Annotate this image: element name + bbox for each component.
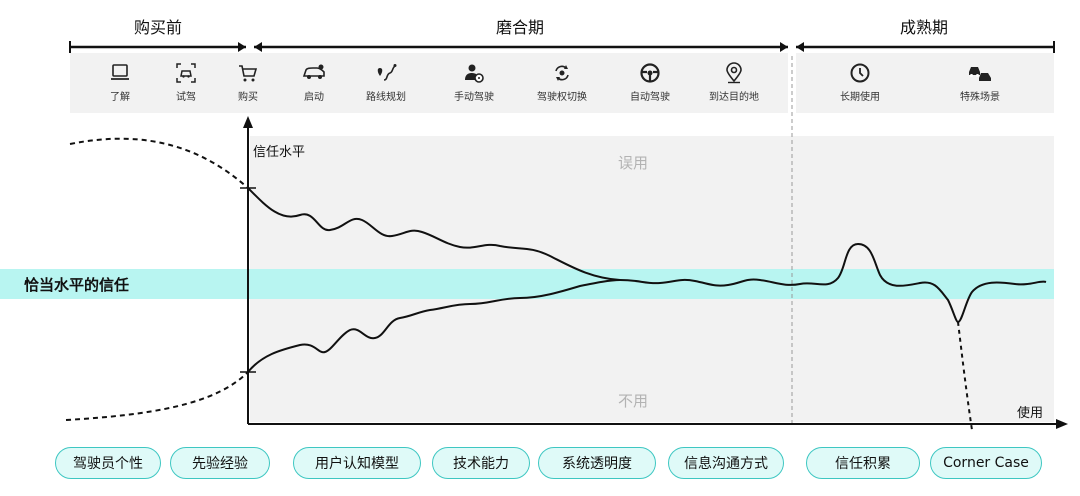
factor-trust-accumulation: 信任积累 xyxy=(806,447,920,479)
undertrust-converging-curve xyxy=(247,279,621,373)
step-route-planning: 路线规划 xyxy=(346,62,426,103)
step-label: 购买 xyxy=(238,92,258,103)
step-label: 启动 xyxy=(304,92,324,103)
step-bar-right xyxy=(796,53,1054,113)
factor-prior-experience: 先验经验 xyxy=(170,447,270,479)
step-arrival: 到达目的地 xyxy=(694,62,774,103)
phase-bracket-mature xyxy=(796,41,1055,53)
phase-label-pre-purchase: 购买前 xyxy=(133,18,183,37)
steering-wheel-icon xyxy=(640,63,660,83)
test-drive-icon xyxy=(176,63,196,83)
cart-icon xyxy=(239,65,258,82)
misuse-label: 误用 xyxy=(617,154,649,172)
step-control-handover: 驾驶权切换 xyxy=(522,62,602,103)
disuse-zone xyxy=(250,298,1054,422)
factor-system-transparency: 系统透明度 xyxy=(538,447,656,479)
step-special-scenario: 特殊场景 xyxy=(940,62,1020,103)
location-pin-icon xyxy=(726,62,742,84)
step-label: 试驾 xyxy=(176,92,196,103)
x-axis-arrow xyxy=(1056,419,1068,429)
step-label: 手动驾驶 xyxy=(454,92,494,103)
phase-bracket-running-in xyxy=(254,42,788,52)
driver-icon xyxy=(465,64,484,83)
phase-bracket-pre-purchase xyxy=(69,41,246,53)
factor-driver-personality: 驾驶员个性 xyxy=(55,447,161,479)
factor-technical-capability: 技术能力 xyxy=(432,447,530,479)
overtrust-converging-curve xyxy=(247,187,621,281)
misuse-zone xyxy=(250,136,1054,271)
step-label: 特殊场景 xyxy=(960,92,1000,103)
factor-corner-case: Corner Case xyxy=(930,447,1042,479)
laptop-icon xyxy=(111,64,129,80)
step-label: 到达目的地 xyxy=(709,92,759,103)
step-bar-left xyxy=(70,53,788,113)
switch-icon xyxy=(555,65,569,81)
step-long-term-use: 长期使用 xyxy=(820,62,900,103)
step-purchase: 购买 xyxy=(208,62,288,103)
y-axis-arrow xyxy=(243,116,253,128)
route-icon xyxy=(377,64,397,81)
appropriate-trust-band xyxy=(0,269,1054,299)
step-label: 路线规划 xyxy=(366,92,406,103)
corner-case-drop-curve xyxy=(957,321,973,431)
step-label: 驾驶权切换 xyxy=(537,92,587,103)
phase-label-mature: 成熟期 xyxy=(899,18,949,37)
car-crash-icon xyxy=(969,67,991,81)
factor-communication-method: 信息沟通方式 xyxy=(668,447,784,479)
disuse-label: 不用 xyxy=(617,392,649,410)
step-test-drive: 试驾 xyxy=(146,62,226,103)
step-label: 了解 xyxy=(110,92,130,103)
car-start-icon xyxy=(302,64,325,79)
y-axis-label: 信任水平 xyxy=(253,145,306,160)
step-start: 启动 xyxy=(274,62,354,103)
step-manual-driving: 手动驾驶 xyxy=(434,62,514,103)
stable-trust-curve xyxy=(619,242,1047,324)
appropriate-trust-label: 恰当水平的信任 xyxy=(24,276,130,294)
step-label: 自动驾驶 xyxy=(630,92,670,103)
phase-label-running-in: 磨合期 xyxy=(495,18,545,37)
clock-icon xyxy=(850,63,870,83)
step-learn: 了解 xyxy=(80,62,160,103)
step-label: 长期使用 xyxy=(840,92,880,103)
x-axis-label: 使用 xyxy=(1017,406,1044,421)
pre-purchase-overtrust-curve xyxy=(69,137,249,189)
factor-user-mental-model: 用户认知模型 xyxy=(293,447,421,479)
step-autonomous-driving: 自动驾驶 xyxy=(610,62,690,103)
pre-purchase-undertrust-curve xyxy=(65,371,249,421)
